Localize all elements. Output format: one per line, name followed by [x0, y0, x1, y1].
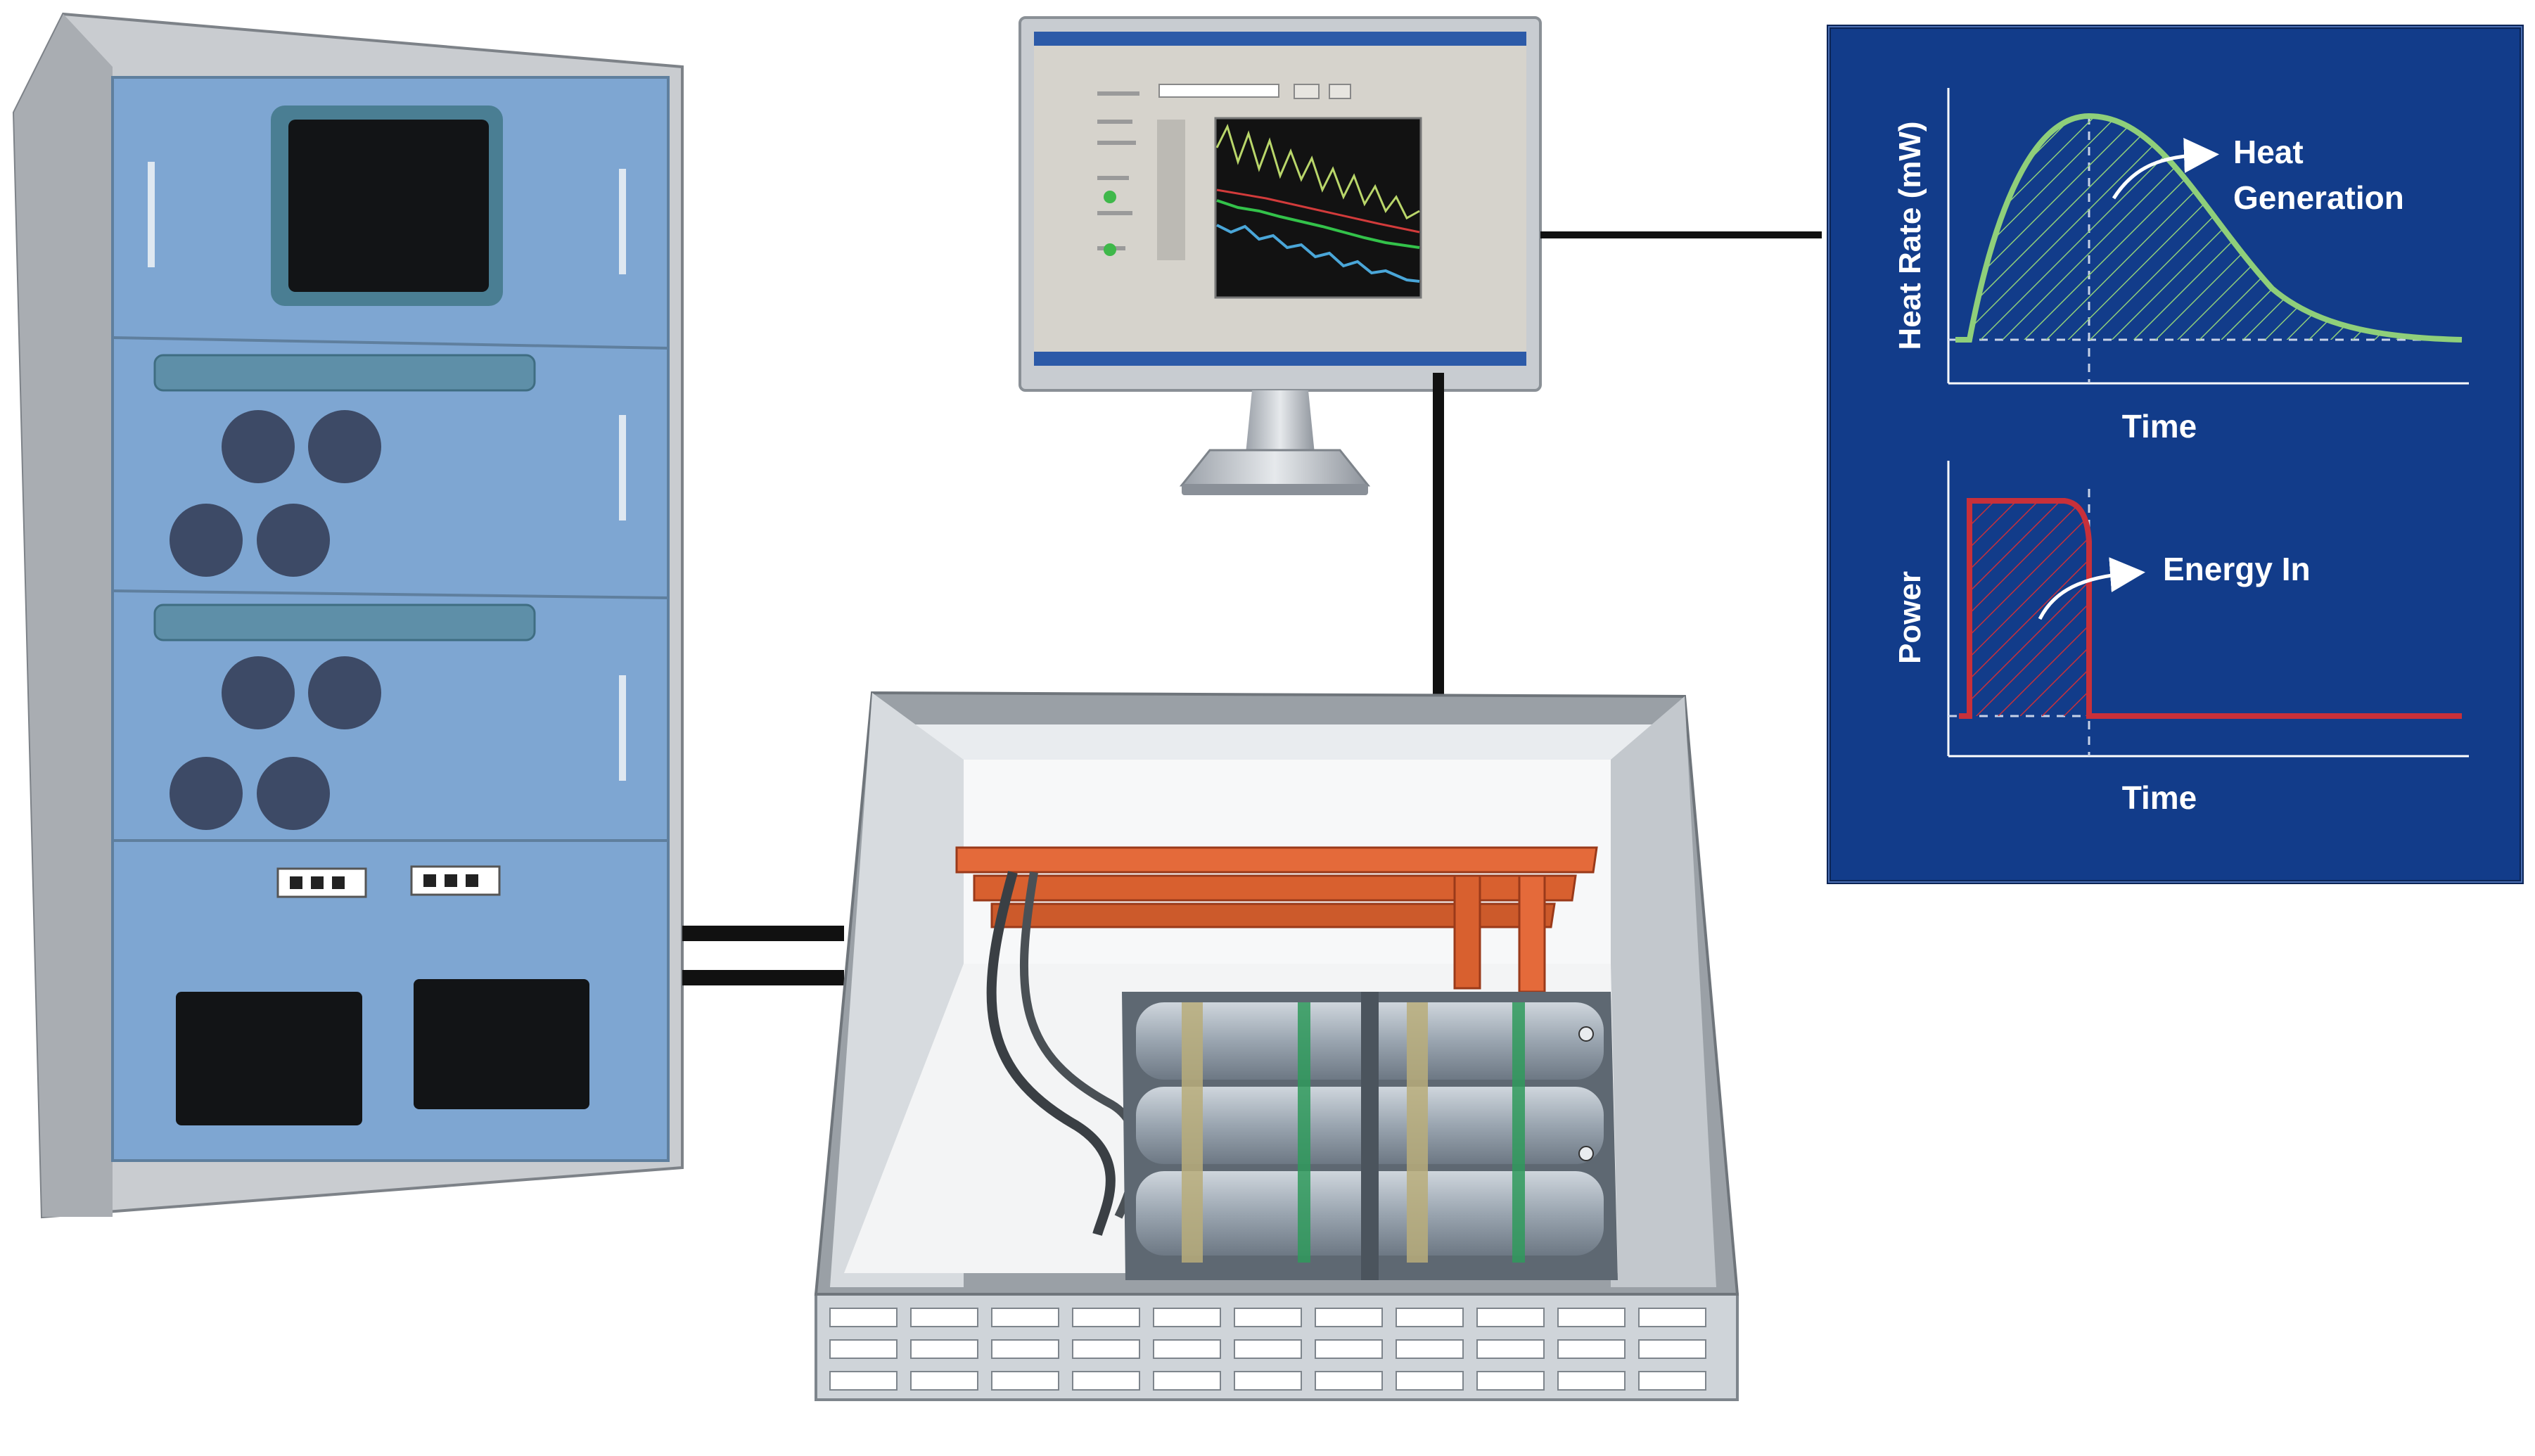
cycler-cabinet — [12, 12, 684, 1219]
heat-generation-area — [1955, 116, 2462, 340]
calorimeter-chamber — [814, 691, 1739, 1401]
cabinet-display — [271, 106, 503, 306]
energy-annotation-arrow — [2038, 557, 2145, 620]
power-y-axis-label: Power — [1893, 571, 1927, 664]
monitor-plot-area — [1214, 117, 1422, 299]
energy-in-area — [1969, 501, 2089, 716]
heat-rate-chart: Heat Generation Heat Rate (mW) Time — [1893, 88, 2469, 445]
heat-annotation-arrow — [2112, 138, 2219, 200]
cabinet-cables — [682, 926, 844, 985]
bus-bars — [955, 846, 1598, 993]
heat-y-axis-label: Heat Rate (mW) — [1893, 121, 1927, 350]
cabinet-slot-left — [176, 992, 362, 1125]
heat-x-axis-label: Time — [2122, 408, 2197, 445]
chart-panel — [1827, 25, 2524, 884]
power-annotation: Energy In — [2163, 551, 2311, 587]
cabinet-knobs-lower — [170, 656, 381, 830]
chamber-vents — [829, 1308, 1706, 1391]
cabinet-connectors — [276, 865, 501, 898]
battery-pack — [1122, 992, 1618, 1280]
computer-monitor — [1019, 16, 1542, 495]
power-chart: Energy In Power Time — [1893, 461, 2469, 816]
heat-annotation-line2: Generation — [2233, 179, 2404, 216]
power-x-axis-label: Time — [2122, 779, 2197, 816]
cabinet-knobs-upper — [170, 410, 381, 577]
cabinet-slot-right — [414, 979, 589, 1109]
heat-rate-curve — [1955, 113, 2463, 343]
power-curve — [1959, 498, 2462, 719]
heat-annotation-line1: Heat — [2233, 134, 2304, 170]
